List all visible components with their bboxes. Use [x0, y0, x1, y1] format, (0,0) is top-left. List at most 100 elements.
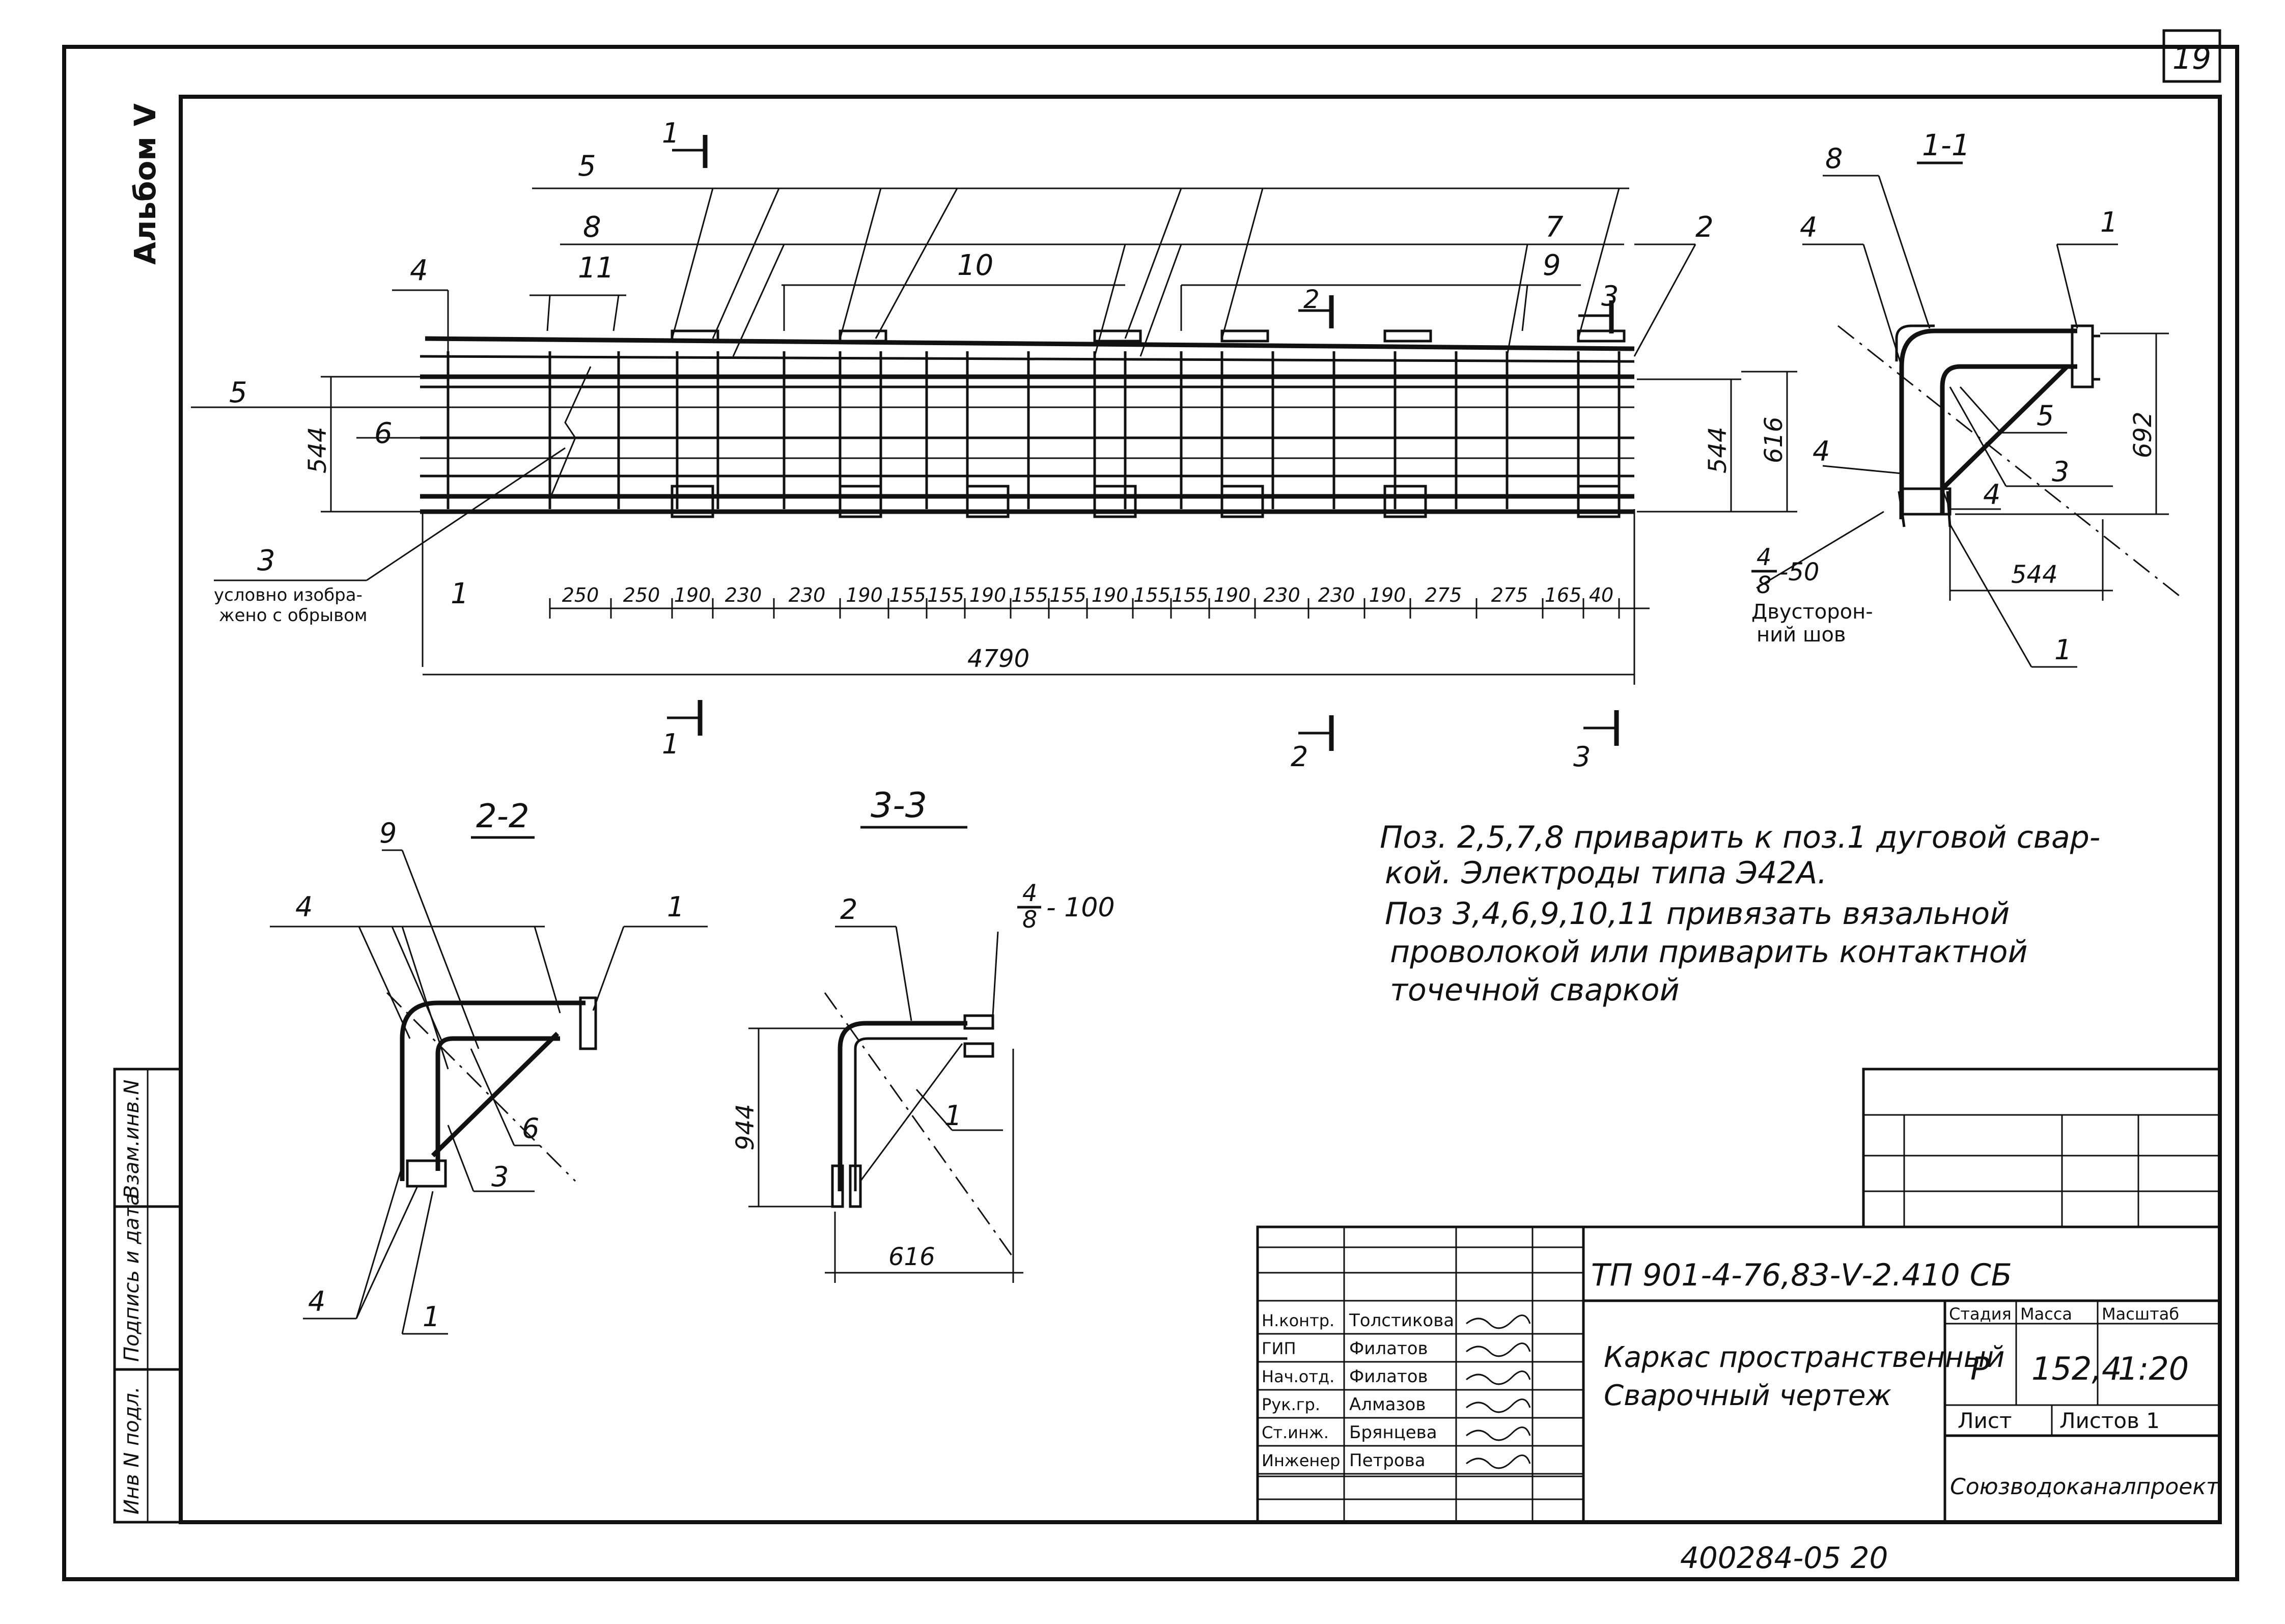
s33-weld-bottom: 8: [1022, 906, 1037, 933]
dim-chain-value: 250: [562, 584, 599, 606]
bottom-plate-2: [839, 485, 882, 518]
stamp-replaced-inv: Взам.инв.N: [120, 1080, 144, 1199]
label-pos-10: 10: [957, 249, 993, 282]
dim-chain-value: 190: [1369, 584, 1406, 606]
section-3-3-title: 3-3: [871, 786, 927, 826]
svg-text:2: 2: [1303, 285, 1320, 314]
label-pos-4: 4: [410, 254, 428, 287]
dim-chain-value: 250: [623, 584, 660, 606]
dim-main-616: 616: [1760, 416, 1788, 463]
svg-text:1: 1: [662, 728, 679, 760]
dim-main-544-right: 544: [1704, 427, 1732, 473]
top-bar: [425, 336, 1635, 351]
dim-chain-value: 190: [1214, 584, 1251, 606]
signature-scribble: [1466, 1398, 1531, 1413]
section-1-1: 1-1 8 4 1 5 4 3 4: [1751, 128, 2180, 668]
s11-label-1-top: 1: [2100, 206, 2117, 238]
section-mark-1-bottom: 1: [662, 700, 703, 760]
note-line-3: Поз 3,4,6,9,10,11 привязать вязальной: [1385, 896, 2010, 932]
dim-chain-value: 275: [1425, 584, 1462, 606]
bottom-plate-1: [671, 485, 714, 518]
stamp-signature-date: Подпись и дата: [120, 1193, 144, 1362]
staff-role: Инженер: [1262, 1451, 1340, 1470]
bottom-plate-4: [1093, 485, 1137, 518]
s22-label-1-top: 1: [667, 891, 684, 923]
note-line-1: Поз. 2,5,7,8 приварить к поз.1 дуговой с…: [1380, 820, 2100, 855]
label-pos-7: 7: [1545, 211, 1564, 244]
bottom-plate-5: [1220, 485, 1264, 518]
signature-scribble: [1466, 1314, 1531, 1329]
dim-chain-value: 275: [1491, 584, 1528, 606]
left-stamp: Инв N подл. Подпись и дата Взам.инв.N: [113, 1068, 182, 1524]
stage-value: Р: [1970, 1350, 1990, 1387]
drawing-title-line1: Каркас пространственный: [1604, 1341, 2004, 1374]
sheets-label: Листов 1: [2059, 1408, 2160, 1433]
stamp-inv-original: Инв N подл.: [120, 1386, 144, 1515]
dim-chain-value: 155: [1011, 584, 1048, 606]
staff-name: Филатов: [1349, 1338, 1428, 1359]
label-pos-2: 2: [1695, 211, 1714, 244]
staff-name: Брянцева: [1349, 1422, 1437, 1443]
main-view: 5 8 11 10 7 9 2 4 5 6 1 1 1 2 2: [191, 117, 1797, 773]
s33-weld-top: 4: [1022, 879, 1037, 907]
bottom-plate-3: [966, 485, 1010, 518]
section-1-1-title: 1-1: [1922, 128, 1970, 162]
s11-weld-top: 4: [1757, 543, 1771, 571]
s33-label-2: 2: [840, 893, 857, 926]
general-notes: Поз. 2,5,7,8 приварить к поз.1 дуговой с…: [1380, 820, 2100, 1008]
svg-text:1: 1: [662, 117, 679, 149]
signature-scribble: [1466, 1454, 1531, 1469]
top-plate-6: [1577, 329, 1626, 343]
bottom-plate-7: [1577, 485, 1621, 518]
s22-label-9: 9: [379, 817, 397, 849]
staff-role: Нач.отд.: [1262, 1367, 1334, 1386]
label-pos-11: 11: [578, 251, 614, 285]
s11-weld-step: -50: [1779, 558, 1819, 586]
dim-chain-value: 230: [725, 584, 762, 606]
s22-label-1-bottom: 1: [423, 1301, 440, 1333]
dim-chain-value: 155: [1172, 584, 1209, 606]
dim-chain-value: 40: [1589, 584, 1613, 606]
section-mark-1-top: 1: [662, 117, 708, 168]
scale-value: 1:20: [2118, 1350, 2189, 1387]
dim-chain-value: 230: [789, 584, 826, 606]
s11-weld-bottom: 8: [1757, 571, 1771, 599]
dim-chain-value: 155: [889, 584, 926, 606]
drawing-title-line2: Сварочный чертеж: [1604, 1379, 1891, 1412]
staff-name: Алмазов: [1349, 1394, 1426, 1415]
embedded-plates: [671, 329, 1626, 518]
s22-label-4-top: 4: [295, 891, 313, 923]
album-label: Альбом Ⅴ: [128, 103, 162, 265]
top-plate-5: [1383, 329, 1432, 343]
signature-scribble: [1466, 1342, 1531, 1357]
note-line-4: проволокой или приварить контактной: [1390, 934, 2028, 970]
dim-chain-value: 165: [1545, 584, 1582, 606]
outer-border: [62, 45, 2239, 1581]
staff-role: Н.контр.: [1262, 1311, 1334, 1330]
staff-name: Толстикова: [1349, 1310, 1454, 1331]
section-mark-3-top: 3: [1578, 280, 1619, 333]
s11-dim-692: 692: [2129, 411, 2157, 458]
label-pos-6: 6: [374, 417, 393, 450]
s11-dim-544: 544: [2011, 561, 2058, 589]
section-mark-2-top: 2: [1298, 285, 1334, 328]
dim-main-544-left: 544: [303, 427, 332, 473]
signature-scribble: [1466, 1370, 1531, 1385]
inner-border: [179, 95, 2222, 1524]
s22-label-6: 6: [522, 1112, 539, 1144]
s11-label-4-top: 4: [1800, 211, 1817, 243]
title-block: ТП 901-4-76,83-Ⅴ-2.410 СБ Каркас простра…: [1256, 1068, 2221, 1524]
dim-overall-4790: 4790: [967, 645, 1029, 673]
label-pos-1: 1: [451, 577, 469, 610]
dim-chain-value: 190: [846, 584, 883, 606]
staff-name: Петрова: [1349, 1450, 1426, 1471]
dim-chain-value: 230: [1263, 584, 1300, 606]
bottom-archive-code: 400284-05 20: [1680, 1541, 1888, 1575]
label-pos-5-left: 5: [229, 376, 247, 409]
label-pos-9: 9: [1543, 249, 1561, 282]
s33-dim-944: 944: [731, 1104, 760, 1151]
break-line: [549, 366, 592, 499]
dim-chain-value: 155: [1049, 584, 1086, 606]
